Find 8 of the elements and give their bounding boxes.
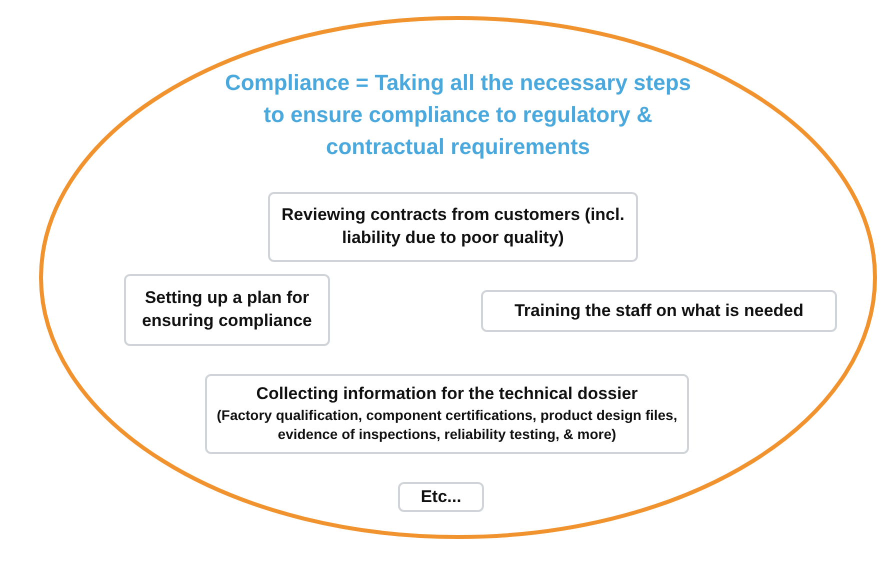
step-card: Reviewing contracts from customers (incl. liability due to poor quality) [268, 192, 638, 262]
step-details: (Factory qualification, component certifications, product design files, evidence of inspections, reliability testing, & more) [216, 406, 678, 444]
step-card: Etc... [398, 482, 484, 512]
heading-text: Compliance = Taking all the necessary steps to ensure compliance to regulatory & contractual requirements [224, 69, 692, 161]
step-card: Setting up a plan for ensuring compliance [124, 274, 330, 346]
step-card: Training the staff on what is needed [481, 290, 837, 332]
step-heading: Collecting information for the technical dossier [256, 382, 638, 405]
step-card [205, 374, 689, 454]
